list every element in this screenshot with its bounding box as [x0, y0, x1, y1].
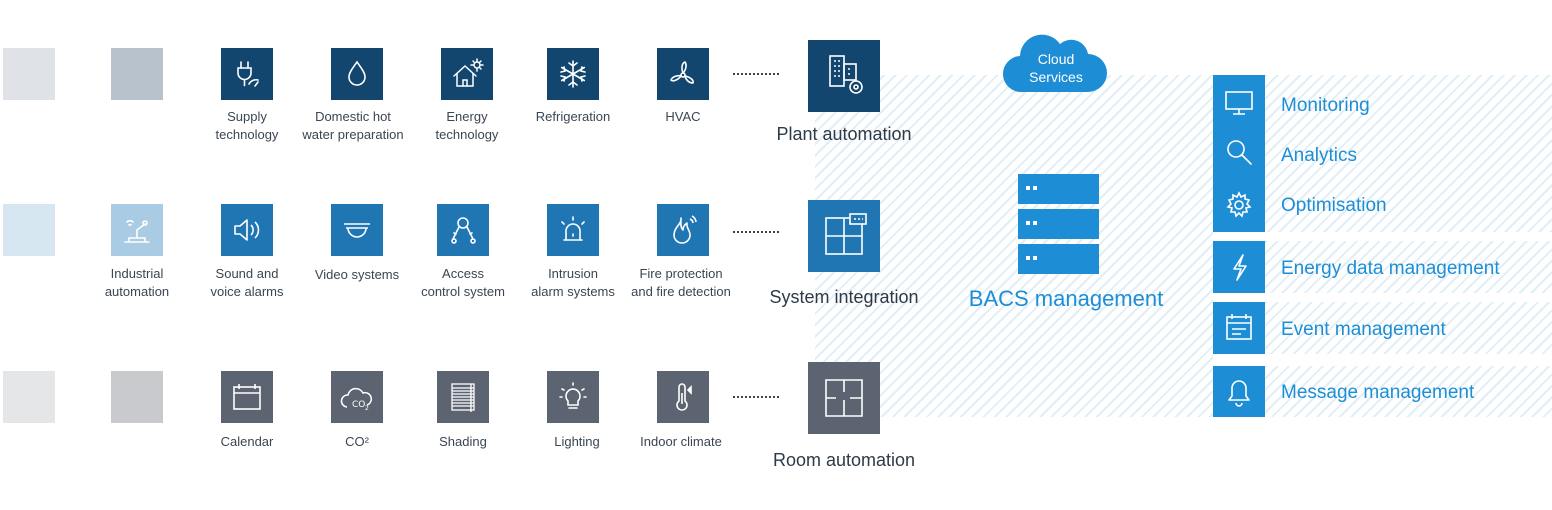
- magnifier-icon: [1213, 128, 1265, 178]
- services-block-message: [1213, 366, 1265, 417]
- thermometer-icon: [657, 371, 709, 423]
- service-label-message: Message management: [1281, 382, 1475, 403]
- gear-icon: [1213, 180, 1265, 230]
- item-label: Lighting: [554, 434, 600, 449]
- bacs-background: [815, 75, 1213, 417]
- svg-text:CO: CO: [352, 400, 365, 410]
- server-stack-icon: [1018, 174, 1099, 204]
- cloud-icon: [1000, 32, 1112, 96]
- server-stack-icon: [1018, 209, 1099, 239]
- service-label-energy-data: Energy data management: [1281, 258, 1500, 279]
- blinds-icon: [437, 371, 489, 423]
- item-label: CO²: [345, 434, 369, 449]
- svg-text:2: 2: [365, 405, 369, 412]
- placeholder-tile: [111, 371, 163, 423]
- speaker-icon: [221, 204, 273, 256]
- event-board-icon: [1213, 303, 1265, 353]
- connector-dots: [733, 73, 779, 77]
- item-label: Refrigeration: [535, 109, 611, 124]
- keys-icon: [437, 204, 489, 256]
- bacs-management-label: BACS management: [968, 286, 1164, 311]
- lightning-icon: [1213, 242, 1265, 292]
- snowflake-icon: [547, 48, 599, 100]
- service-label-optimisation: Optimisation: [1281, 195, 1387, 216]
- bell-icon: [1213, 366, 1265, 416]
- fan-icon: [657, 48, 709, 100]
- robot-arm-icon: [111, 204, 163, 256]
- services-block-main: [1213, 75, 1265, 232]
- item-label: Video systems: [314, 267, 400, 282]
- co2-cloud-icon: CO 2: [331, 371, 383, 423]
- monitor-icon: [1213, 78, 1265, 128]
- placeholder-tile: [3, 371, 55, 423]
- services-block-event: [1213, 302, 1265, 354]
- item-label: Shading: [439, 434, 487, 449]
- plug-gauge-icon: [221, 48, 273, 100]
- category-plant-automation: Plant automation: [776, 124, 912, 144]
- service-label-event: Event management: [1281, 319, 1446, 340]
- item-label: HVAC: [665, 109, 701, 124]
- services-block-energy: [1213, 241, 1265, 293]
- server-stack-icon: [1018, 244, 1099, 274]
- services-band-main: [1265, 75, 1552, 232]
- dome-camera-icon: [331, 204, 383, 256]
- services-band-event: [1265, 302, 1552, 354]
- services-band-energy: [1265, 241, 1552, 293]
- category-room-automation: Room automation: [772, 450, 916, 470]
- service-label-analytics: Analytics: [1281, 145, 1358, 166]
- item-label: Calendar: [220, 434, 274, 449]
- services-band-message: [1265, 366, 1552, 417]
- flame-icon: [657, 204, 709, 256]
- house-sun-icon: [441, 48, 493, 100]
- water-drop-icon: [331, 48, 383, 100]
- placeholder-tile: [3, 204, 55, 256]
- connector-dots: [733, 231, 779, 235]
- item-label: Indoor climate: [640, 434, 722, 449]
- connector-dots: [733, 396, 779, 400]
- placeholder-tile: [111, 48, 163, 100]
- placeholder-tile: [3, 48, 55, 100]
- building-gear-icon: [808, 40, 880, 112]
- calendar-icon: [221, 371, 273, 423]
- floorplan-icon: [808, 362, 880, 434]
- service-label-monitoring: Monitoring: [1281, 95, 1370, 116]
- lightbulb-icon: [547, 371, 599, 423]
- siren-icon: [547, 204, 599, 256]
- grid-window-icon: [808, 200, 880, 272]
- category-system-integration: System integration: [769, 287, 919, 307]
